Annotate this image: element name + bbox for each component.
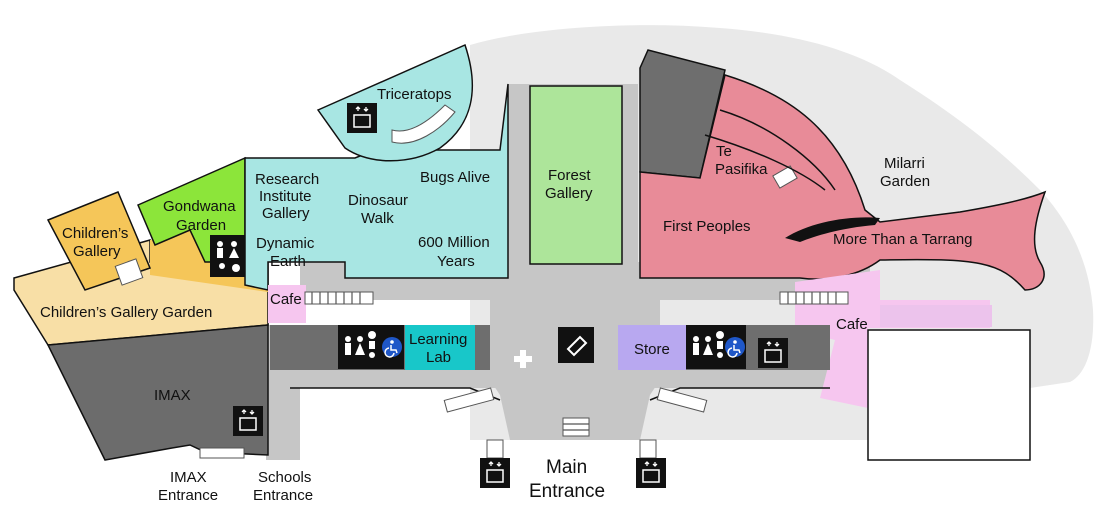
label-childrens-2: Gallery (73, 243, 121, 260)
stairs-imax (199, 447, 245, 459)
label-gondwana-2: Garden (176, 217, 226, 234)
stairs-main-entrance-left (486, 439, 504, 459)
label-triceratops: Triceratops (377, 86, 451, 103)
first-peoples-area (639, 74, 1047, 291)
cafe-right-terrace (880, 305, 992, 327)
label-te-pasifika-1: Te (716, 143, 732, 160)
lift-icon[interactable] (636, 458, 666, 488)
label-main-entrance-1: Main (546, 457, 587, 478)
cafe-left-area (268, 285, 306, 323)
label-research-1: Research (255, 171, 319, 188)
lift-icon[interactable] (480, 458, 510, 488)
label-store: Store (634, 341, 670, 358)
label-schools-entrance-1: Schools (258, 469, 311, 486)
label-milarri-1: Milarri (884, 155, 925, 172)
label-dinosaur-2: Walk (361, 210, 394, 227)
label-more-than-a-tarrang: More Than a Tarrang (833, 231, 973, 248)
label-cafe-right: Cafe (836, 316, 868, 333)
label-dinosaur-1: Dinosaur (348, 192, 408, 209)
label-dynamic-1: Dynamic (256, 235, 315, 252)
lift-icon[interactable] (233, 406, 263, 436)
forest-gallery-area (529, 85, 623, 265)
label-research-3: Gallery (262, 205, 310, 222)
lift-icon[interactable] (758, 338, 788, 368)
label-research-2: Institute (259, 188, 312, 205)
label-forest-1: Forest (548, 167, 591, 184)
label-forest-2: Gallery (545, 185, 593, 202)
corridor-lower-band (270, 370, 830, 388)
lift-icon[interactable] (347, 103, 377, 133)
toilets-icon[interactable] (338, 325, 404, 369)
label-600-2: Years (437, 253, 475, 270)
label-imax-entrance-1: IMAX (170, 469, 207, 486)
learning-lab-area (405, 325, 475, 370)
te-pasifika-curve-2 (719, 109, 836, 191)
stairs-main-entrance-right (639, 439, 657, 459)
gondwana-amenity-block (210, 235, 248, 277)
label-childrens-1: Children’s (62, 225, 128, 242)
label-cafe-left: Cafe (270, 291, 302, 308)
stairs-te-pasifika (772, 165, 798, 189)
stairs-main-left (443, 387, 495, 413)
label-600-1: 600 Million (418, 234, 490, 251)
accessible-icon[interactable] (382, 337, 402, 358)
store-area (618, 325, 686, 370)
label-learning-1: Learning (409, 331, 467, 348)
label-te-pasifika-2: Pasifika (715, 161, 768, 178)
label-milarri-2: Garden (880, 173, 930, 190)
family-room-icon[interactable] (217, 241, 240, 272)
label-bugs-alive: Bugs Alive (420, 169, 490, 186)
label-gondwana-1: Gondwana (163, 198, 236, 215)
imax-area (46, 324, 269, 461)
te-pasifika-curve-1 (704, 134, 826, 191)
stairs-main-right (656, 387, 708, 413)
stairs-triceratops (391, 104, 456, 144)
label-first-peoples: First Peoples (663, 218, 751, 235)
label-imax: IMAX (154, 387, 191, 404)
east-building (867, 329, 1031, 461)
stairs-main-centre (562, 417, 590, 437)
accessible-icon[interactable] (725, 337, 745, 358)
label-imax-entrance-2: Entrance (158, 487, 218, 504)
stairs-right-corridor (779, 291, 849, 305)
label-main-entrance-2: Entrance (529, 481, 605, 502)
label-childrens-garden: Children’s Gallery Garden (40, 304, 212, 321)
ticket-icon[interactable] (558, 327, 594, 363)
stairs-childrens (114, 258, 144, 286)
first-aid-icon[interactable] (514, 350, 532, 368)
stairs-left-corridor (304, 291, 374, 305)
label-schools-entrance-2: Entrance (253, 487, 313, 504)
more-than-a-tarrang-dark-sweep (785, 217, 880, 242)
label-dynamic-2: Earth (270, 253, 306, 270)
label-learning-2: Lab (426, 349, 451, 366)
